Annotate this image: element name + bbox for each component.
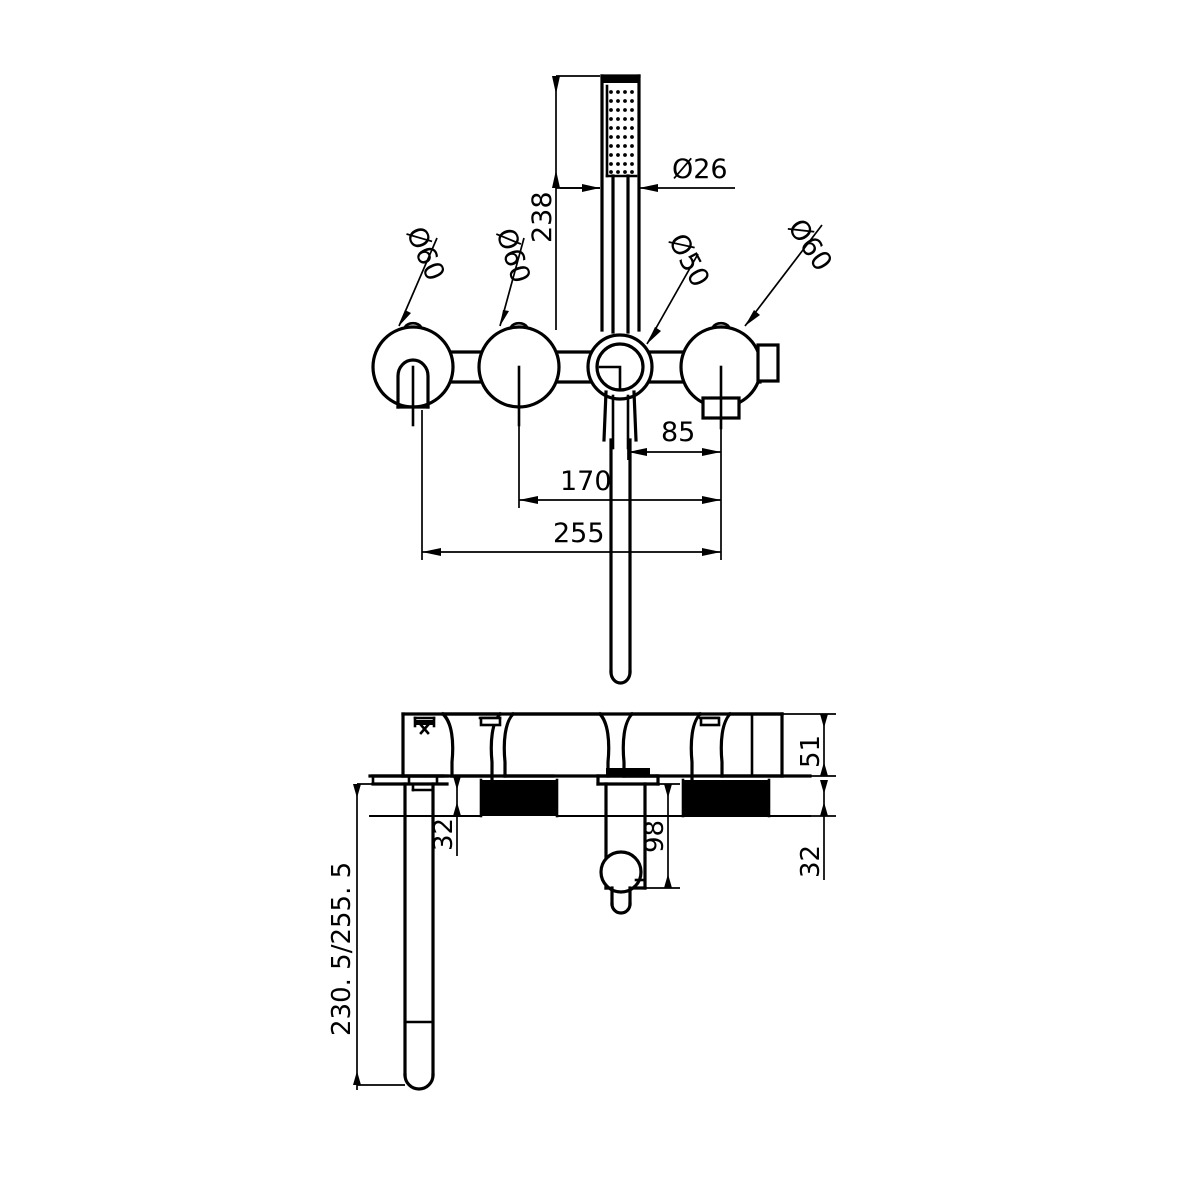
valve-handle-left [371,321,455,427]
dimension-32-left-label: 32 [429,818,459,851]
wall-section-hatch [369,778,811,818]
dimension-98-label: 98 [640,820,670,853]
handheld-shower-wand [600,74,641,334]
leader-d50: Ø50 [646,229,715,345]
dimension-d26: Ø26 [639,154,735,192]
dimension-238-label: 238 [527,191,558,243]
spray-face-holes [609,90,634,174]
dimension-170-label: 170 [560,466,612,497]
dimension-spout-length-label: 230. 5/255. 5 [327,862,357,1036]
leader-d60-first: Ø60 [398,222,451,327]
dimension-85-label: 85 [661,417,695,448]
side-view: 32 98 51 32 [327,711,836,1091]
mixer-body-profile [440,711,784,792]
dimension-spout-length: 230. 5/255. 5 [327,783,405,1090]
dimension-170: 170 [518,410,722,508]
dimension-32-left: 32 [429,776,481,856]
dimension-51: 51 [782,713,836,777]
dimension-85: 85 [627,400,722,460]
dimension-32-right-label: 32 [796,845,826,878]
spout-inlet-block [401,712,445,792]
leader-d50-label: Ø50 [662,229,715,293]
spout-body [371,774,449,1091]
dimension-51-label: 51 [796,735,826,768]
leader-d60-fourth: Ø60 [744,214,838,327]
diverter-body-side [596,768,660,915]
valve-handle-right [679,321,780,430]
front-view: 238 Ø26 [371,74,838,685]
dimension-32-right: 32 [769,780,836,880]
dimension-255: 255 [421,410,722,560]
shower-hose [609,438,632,685]
dimension-98: 98 [640,783,680,889]
dimension-255-label: 255 [553,518,605,549]
valve-handle-second [477,321,561,427]
diverter-outlet [586,333,654,450]
dimension-d26-label: Ø26 [672,154,728,185]
dimension-238: 238 [527,75,600,330]
leader-d60-first-label: Ø60 [400,222,451,285]
